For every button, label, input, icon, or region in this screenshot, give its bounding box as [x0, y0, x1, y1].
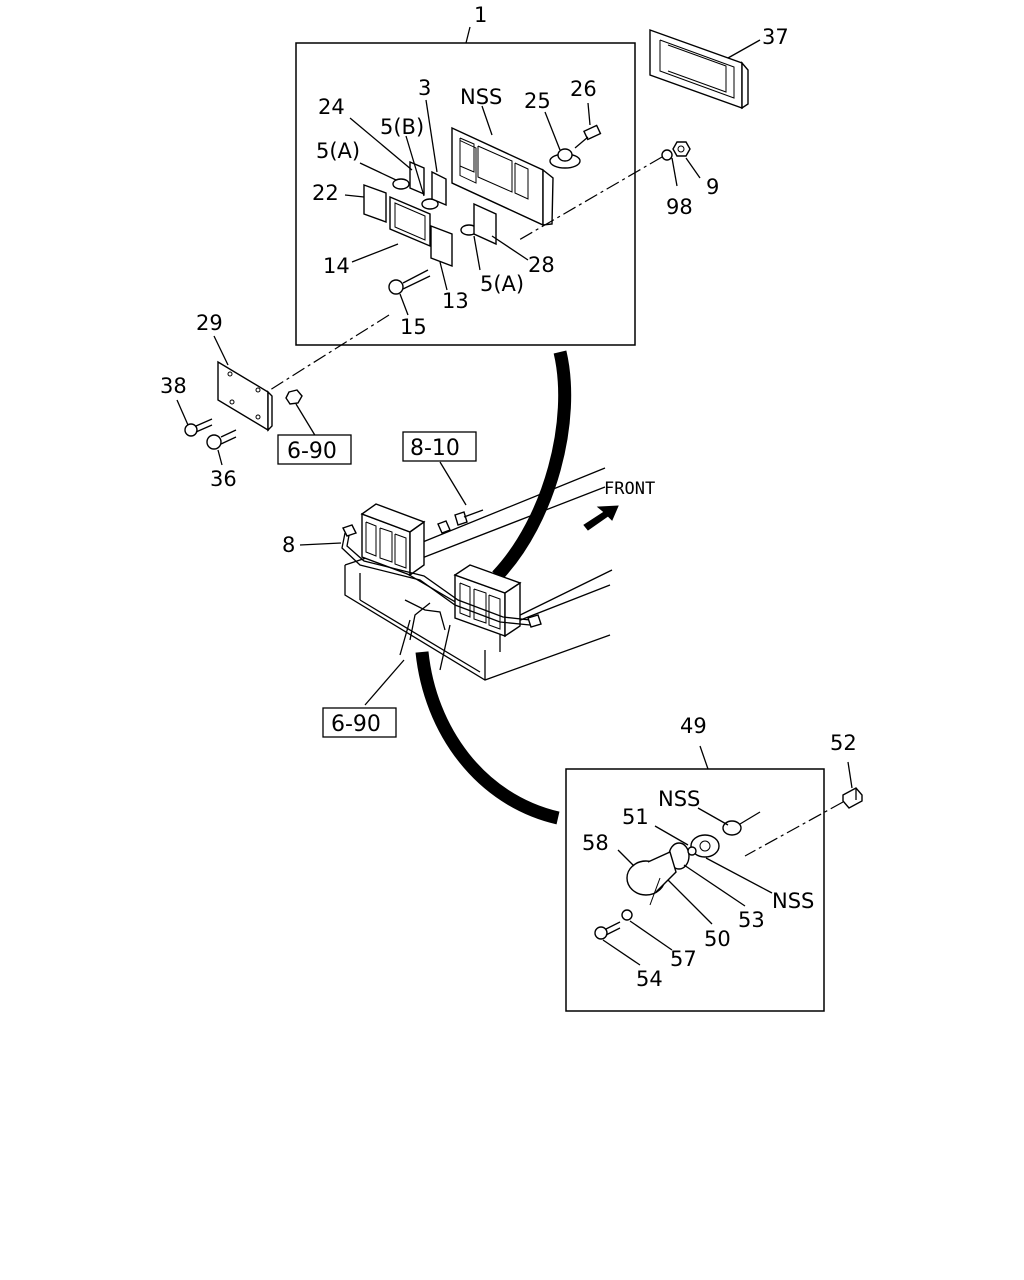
label-9: 9: [706, 175, 719, 199]
label-13: 13: [442, 289, 469, 313]
label-25: 25: [524, 89, 551, 113]
label-50: 50: [704, 927, 731, 951]
detail-box-license-lamp: [565, 768, 825, 1012]
washer-57: [621, 909, 633, 921]
label-3: 3: [418, 76, 431, 100]
plate-22: [363, 184, 387, 223]
label-37: 37: [762, 25, 789, 49]
bulb-58: [626, 851, 677, 906]
screw-26: [574, 124, 602, 149]
harness-plug-8-10: [437, 509, 484, 534]
label-54: 54: [636, 967, 663, 991]
ref-8-10: 8-10: [410, 436, 460, 461]
label-52: 52: [830, 731, 857, 755]
screw-54: [594, 921, 621, 940]
label-front: FRONT: [604, 479, 655, 499]
ref-6-90-bottom: 6-90: [331, 712, 381, 737]
lens-3: [431, 170, 447, 207]
bolt-38: [184, 418, 213, 437]
label-nss-right: NSS: [772, 889, 814, 913]
label-58: 58: [582, 831, 609, 855]
label-49: 49: [680, 714, 707, 738]
label-5a-upper: 5(A): [316, 139, 360, 163]
label-24: 24: [318, 95, 345, 119]
ref-6-90-top: 6-90: [287, 439, 337, 464]
label-15: 15: [400, 315, 427, 339]
label-8: 8: [282, 533, 295, 557]
socket-wire: [722, 811, 761, 836]
rear-lamp-right: [453, 564, 522, 638]
label-51: 51: [622, 805, 649, 829]
connector-arc-top: [492, 350, 572, 581]
grommet-52: [842, 787, 863, 809]
lamp-housing: [451, 126, 554, 227]
ref-box-6-90-top: 6-90: [277, 434, 352, 465]
cap-25: [549, 148, 581, 169]
label-14: 14: [323, 254, 350, 278]
wiring-harness: [341, 529, 531, 671]
bolt-36: [206, 429, 237, 450]
label-nss-mid: NSS: [658, 787, 700, 811]
connector-8: [342, 524, 357, 537]
label-36: 36: [210, 467, 237, 491]
detail-box-lamp-assembly: [295, 42, 636, 346]
label-5a-lower: 5(A): [480, 272, 524, 296]
ref-box-6-90-bottom: 6-90: [322, 707, 397, 738]
label-29: 29: [196, 311, 223, 335]
label-38: 38: [160, 374, 187, 398]
label-22: 22: [312, 181, 339, 205]
label-98: 98: [666, 195, 693, 219]
holder-53: [668, 842, 697, 870]
plate-14: [389, 195, 431, 248]
label-57: 57: [670, 947, 697, 971]
plate-13: [430, 224, 453, 268]
gasket-28: [473, 202, 497, 246]
label-53: 53: [738, 908, 765, 932]
lamp-cover: [649, 29, 749, 110]
rear-lamp-left: [360, 503, 426, 577]
label-1: 1: [474, 3, 487, 27]
label-28: 28: [528, 253, 555, 277]
chassis-frame: [344, 467, 613, 681]
front-arrow-icon: [583, 505, 619, 531]
label-26: 26: [570, 77, 597, 101]
bulb-5b: [421, 198, 439, 210]
bracket-29: [217, 360, 273, 432]
label-5b: 5(B): [380, 115, 424, 139]
screw-15: [388, 269, 431, 295]
ref-box-8-10: 8-10: [402, 431, 477, 462]
socket-51: [690, 834, 720, 858]
connector-arc-bottom: [415, 651, 560, 825]
label-nss-top: NSS: [460, 85, 502, 109]
bulb-5a-upper: [392, 178, 410, 190]
nut-6-90: [285, 389, 303, 405]
